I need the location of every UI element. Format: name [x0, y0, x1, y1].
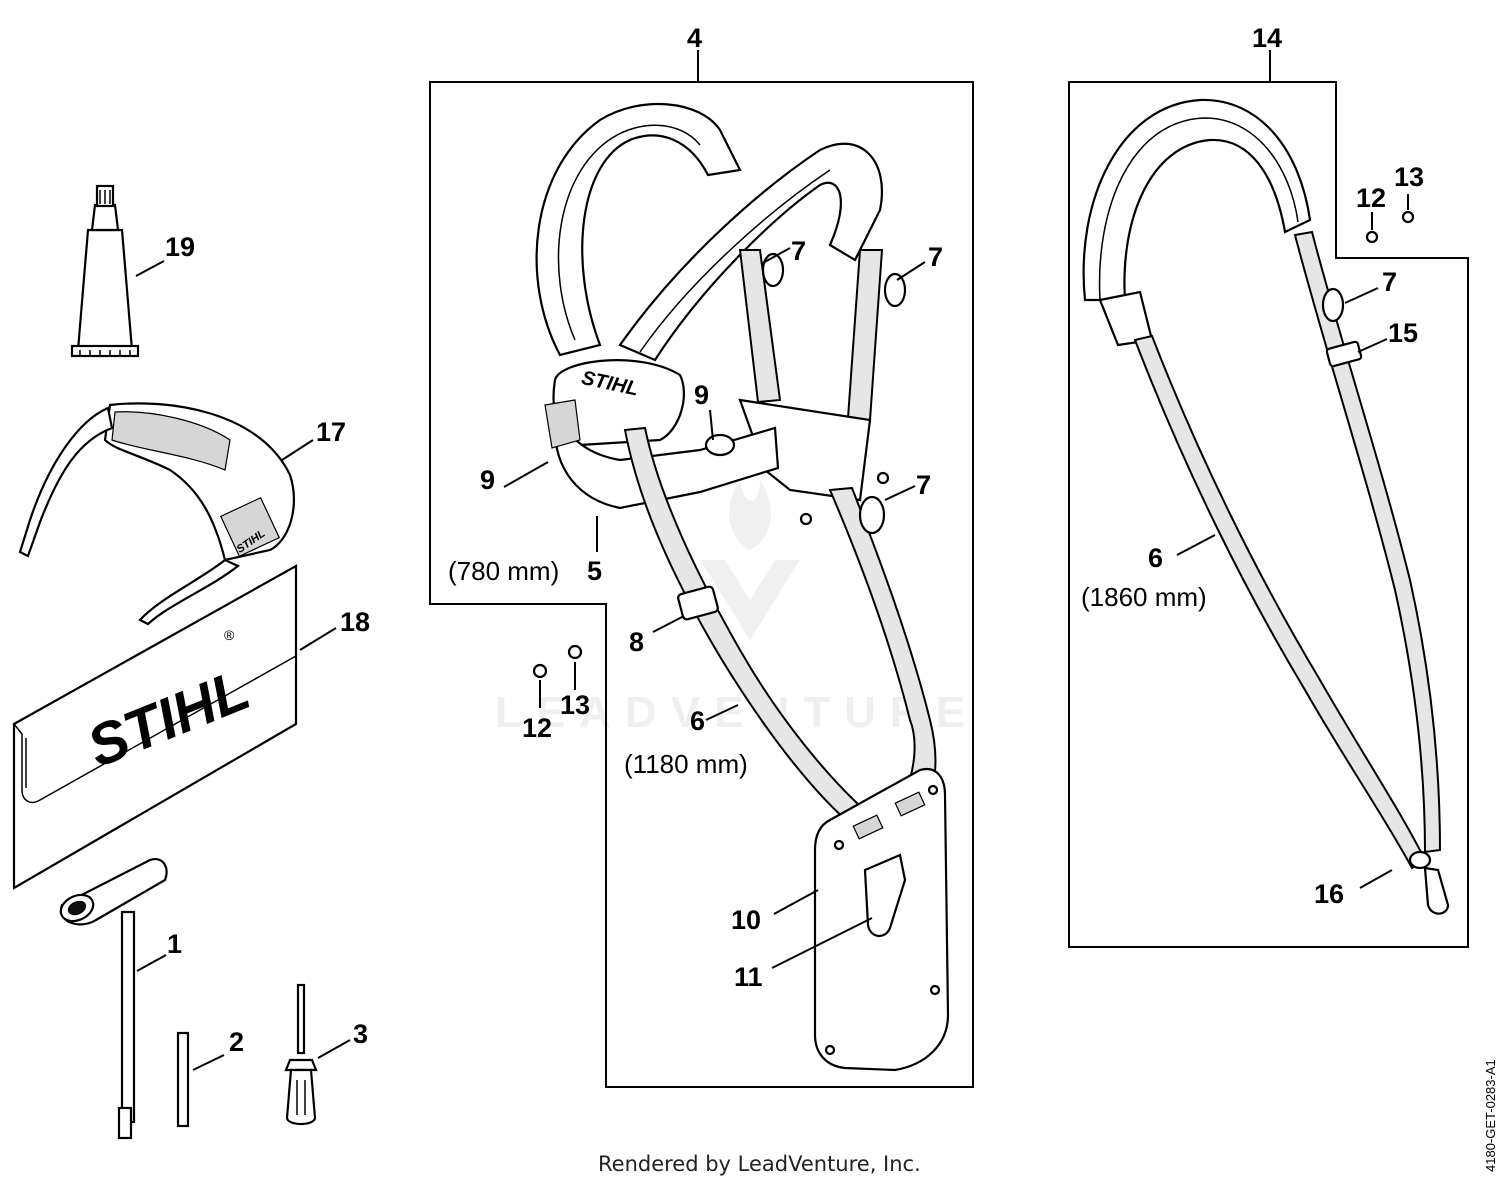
callout-6-strap: 6	[1148, 543, 1163, 573]
safety-glasses-part: STIHL	[18, 402, 295, 626]
watermark-text: LEADVENTURE	[495, 688, 979, 737]
group-4-frame	[429, 81, 974, 1088]
footer-credit: Rendered by LeadVenture, Inc.	[598, 1152, 921, 1176]
dimension-780: (780 mm)	[448, 556, 559, 586]
callout-17: 17	[316, 417, 346, 447]
dimension-1860: (1860 mm)	[1081, 582, 1207, 612]
callout-19: 19	[165, 232, 195, 262]
registered-mark: ®	[224, 627, 235, 643]
grease-tube-part	[70, 184, 140, 358]
callout-12-right: 12	[1356, 183, 1386, 213]
callout-4: 4	[687, 23, 702, 53]
callout-8: 8	[629, 627, 644, 657]
callout-15: 15	[1388, 318, 1418, 348]
callout-13-right: 13	[1394, 162, 1424, 192]
callout-16: 16	[1314, 879, 1344, 909]
screw-nut-pair-left	[532, 644, 583, 679]
pin-part	[176, 1031, 190, 1128]
callout-1: 1	[167, 929, 182, 959]
callout-7-strap: 7	[1382, 267, 1397, 297]
callout-7-upper-right: 7	[928, 242, 943, 272]
tool-bag-part: STIHL ®	[12, 564, 298, 890]
watermark: LEADVENTURE	[495, 480, 979, 737]
dimension-1180: (1180 mm)	[624, 749, 748, 779]
group-14-frame	[1068, 81, 1469, 948]
callout-7-lower: 7	[916, 470, 931, 500]
callout-9-buckle: 9	[694, 380, 709, 410]
callout-2: 2	[229, 1027, 244, 1057]
document-id: 4180-GET-0283-A1	[1483, 1059, 1498, 1172]
screwdriver-part	[284, 983, 318, 1126]
callout-13-left: 13	[560, 690, 590, 720]
callout-5: 5	[587, 556, 602, 586]
callout-3: 3	[353, 1019, 368, 1049]
combination-wrench-part	[59, 858, 168, 1140]
harness-assembly: STIHL	[535, 102, 950, 1072]
callout-14: 14	[1252, 23, 1282, 53]
single-shoulder-strap-assembly	[1082, 98, 1450, 915]
callout-6-harness: 6	[690, 706, 705, 736]
callout-12-left: 12	[522, 713, 552, 743]
callout-18: 18	[340, 607, 370, 637]
callout-7-upper-left: 7	[791, 236, 806, 266]
callout-9-belt: 9	[480, 465, 495, 495]
callout-10: 10	[731, 905, 761, 935]
callout-11: 11	[734, 962, 763, 992]
